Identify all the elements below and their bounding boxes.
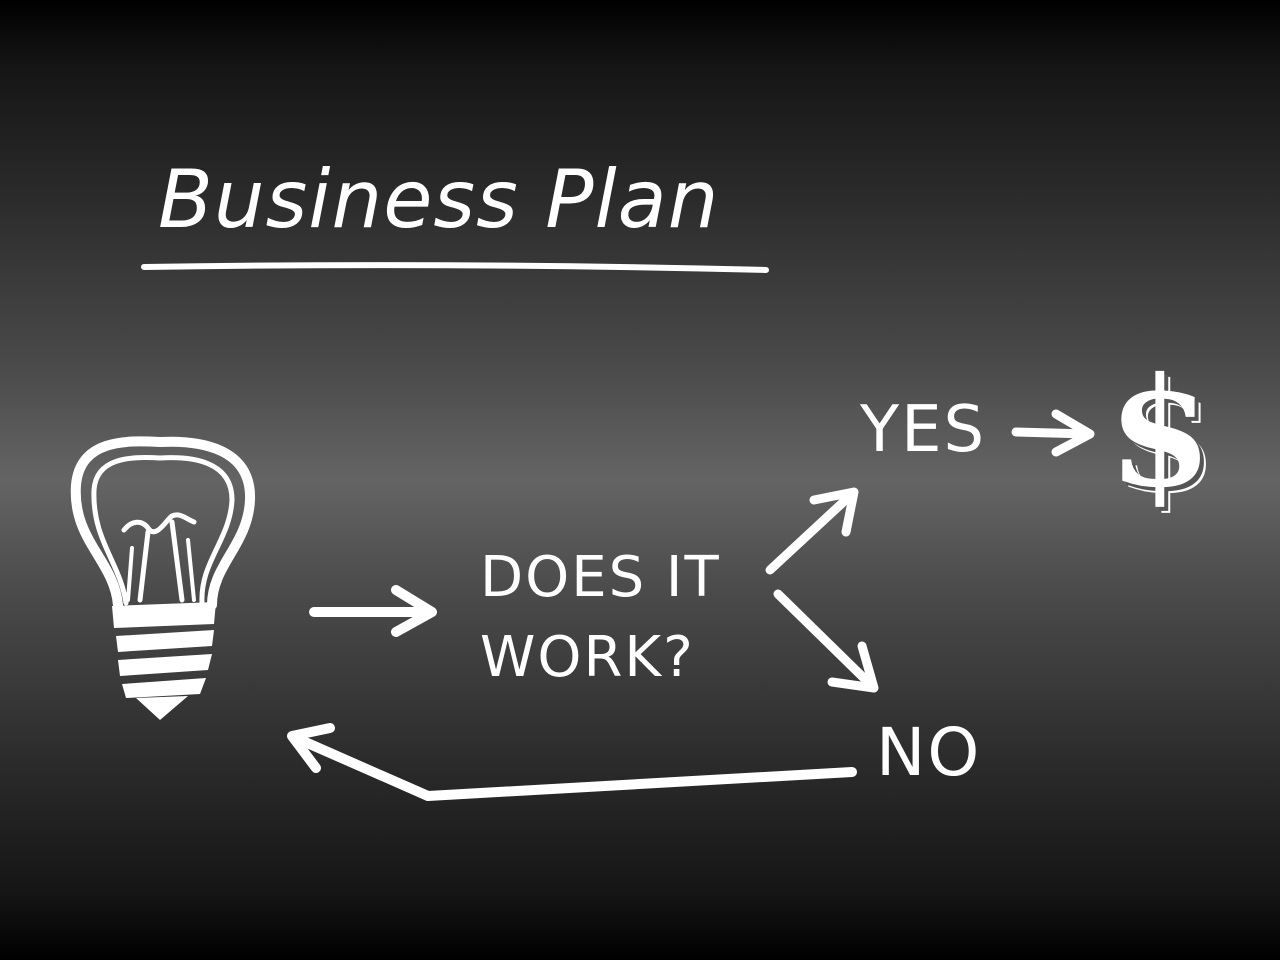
lightbulb-icon: [70, 436, 256, 720]
arrow-no-to-bulb: [287, 723, 857, 801]
arrow-yes-to-dollar: [1011, 409, 1095, 457]
arrow-question-to-yes: [765, 487, 859, 575]
dollar-sign-icon: $: [1108, 345, 1213, 521]
arrow-bulb-to-question: [309, 585, 437, 637]
diagram-title: Business Plan: [158, 153, 720, 246]
no-label: NO: [876, 714, 982, 791]
arrow-question-to-no: [773, 589, 879, 693]
title-underline: [141, 262, 769, 273]
yes-label: YES: [860, 393, 987, 467]
question-label: DOES IT WORK?: [480, 545, 721, 690]
